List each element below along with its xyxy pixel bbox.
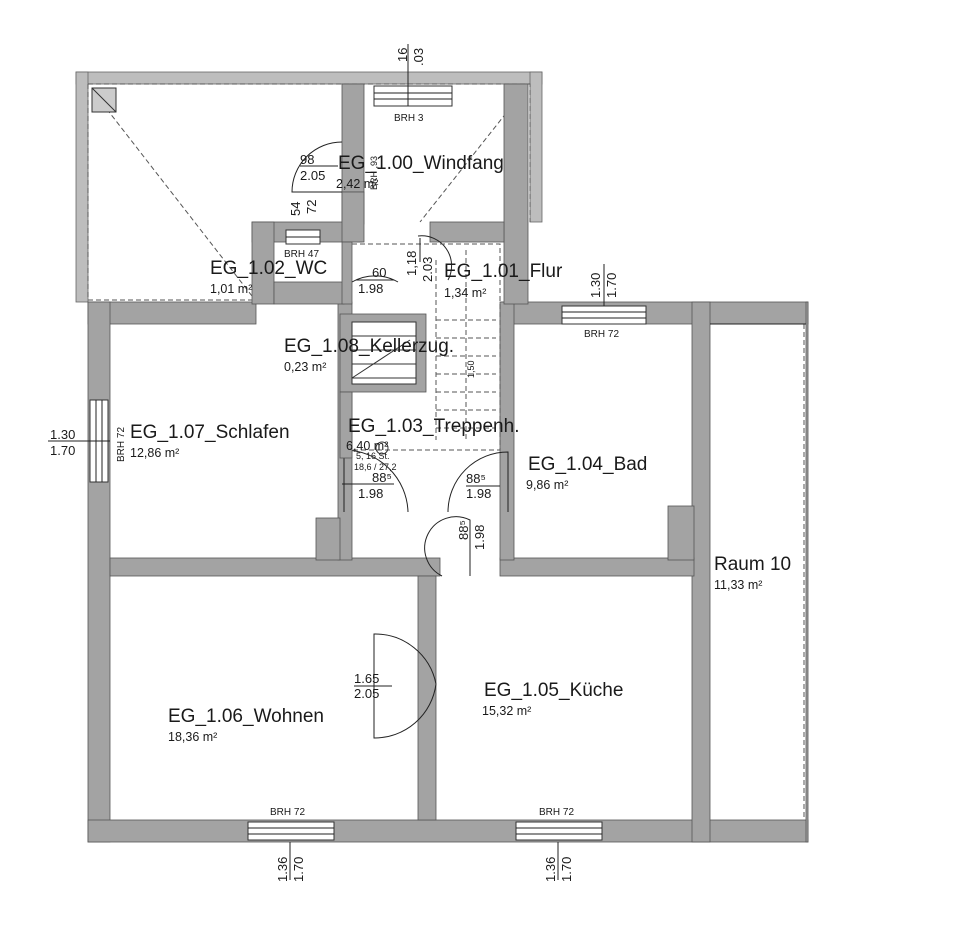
brh-wohnen: BRH 72 <box>270 807 305 818</box>
dimension-lines <box>48 44 605 880</box>
dim-top-upper: 16 <box>395 48 410 62</box>
dim-wc-door-w: 54 <box>288 202 303 216</box>
room-area-bad: 9,86 m² <box>526 478 568 492</box>
room-area-kellerzug: 0,23 m² <box>284 360 326 374</box>
room-area-schlafen: 12,86 m² <box>130 446 179 460</box>
dim-bad-door-w: 88⁵ <box>466 471 486 486</box>
dim-stair-treppe-small: 1,50 <box>466 360 476 378</box>
brh-schlafen: BRH 72 <box>116 427 127 462</box>
terrace-area <box>75 71 543 303</box>
dim-wc-door-h: 72 <box>304 200 319 214</box>
dim-bad-win-lower: 1.70 <box>604 273 619 298</box>
room-area-kueche: 15,32 m² <box>482 704 531 718</box>
dim-wohnen-win-upper: 1.36 <box>275 857 290 882</box>
dim-bad-win-upper: 1.30 <box>588 273 603 298</box>
dim-windfang-door-h: 2.05 <box>300 168 325 183</box>
dim-flur-mid-1: 1,18 <box>404 251 419 276</box>
room-name-wohnen: EG_1.06_Wohnen <box>168 706 324 727</box>
window-kueche <box>515 821 603 841</box>
room-name-bad: EG_1.04_Bad <box>528 454 647 475</box>
room-area-wc: 1,01 m² <box>210 282 252 296</box>
dim-flur-door1-h: 1.98 <box>358 281 383 296</box>
dim-wohnen-door-w: 1.65 <box>354 671 379 686</box>
dim-kueche-win-lower: 1.70 <box>559 857 574 882</box>
dim-wohnen-win-lower: 1.70 <box>291 857 306 882</box>
brh-bad: BRH 72 <box>584 329 619 340</box>
stair-note-1: 5, 16 St. <box>356 451 390 461</box>
window-bad <box>561 305 647 325</box>
room-area-flur: 1,34 m² <box>444 286 486 300</box>
room-name-schlafen: EG_1.07_Schlafen <box>130 422 290 443</box>
room-name-flur: EG_1.01_Flur <box>444 261 563 282</box>
stair-circle-icon <box>375 441 389 455</box>
dim-kueche-door-w: 88⁵ <box>456 520 471 540</box>
room-name-wc: EG_1.02_WC <box>210 258 327 279</box>
window-top <box>373 85 453 107</box>
dim-wohnen-door-h: 2.05 <box>354 686 379 701</box>
room-area-raum10: 11,33 m² <box>714 578 762 592</box>
dim-schlafen-win-upper: 1.30 <box>50 427 75 442</box>
dim-top-lower: .03 <box>411 48 426 66</box>
brh-kueche: BRH 72 <box>539 807 574 818</box>
outer-walls <box>87 301 809 843</box>
window-wohnen <box>247 821 335 841</box>
room-name-treppenh: EG_1.03_Treppenh. <box>348 416 519 437</box>
dim-windfang-brh: BRH ,93 <box>369 156 379 190</box>
dim-stair-door-w: 88⁵ <box>372 470 392 485</box>
brh-top: BRH 3 <box>394 113 424 124</box>
windows <box>89 85 647 841</box>
room-name-raum10: Raum 10 <box>714 554 791 575</box>
dim-flur-mid-2: 2.03 <box>420 257 435 282</box>
room-name-kellerzug: EG_1.08_Kellerzug. <box>284 336 454 357</box>
room-name-windfang: EG_1.00_Windfang <box>338 153 504 174</box>
entry-walls <box>251 83 529 305</box>
stair-note-2: 18,6 / 27,2 <box>354 462 397 472</box>
dim-stair-door-h: 1.98 <box>358 486 383 501</box>
dim-bad-door-h: 1.98 <box>466 486 491 501</box>
dim-schlafen-win-lower: 1.70 <box>50 443 75 458</box>
room-area-wohnen: 18,36 m² <box>168 730 217 744</box>
room-name-kueche: EG_1.05_Küche <box>484 680 623 701</box>
dim-windfang-door-w: 98 <box>300 152 314 167</box>
dim-kueche-win-upper: 1.36 <box>543 857 558 882</box>
room-area-treppenh: 6,40 m² <box>346 439 388 453</box>
dim-flur-door1-w: 60 <box>372 265 386 280</box>
stairs <box>339 238 501 459</box>
brh-wc: BRH 47 <box>284 249 319 260</box>
room-area-windfang: 2,42 m² <box>336 177 378 191</box>
dim-kueche-door-h: 1.98 <box>472 525 487 550</box>
